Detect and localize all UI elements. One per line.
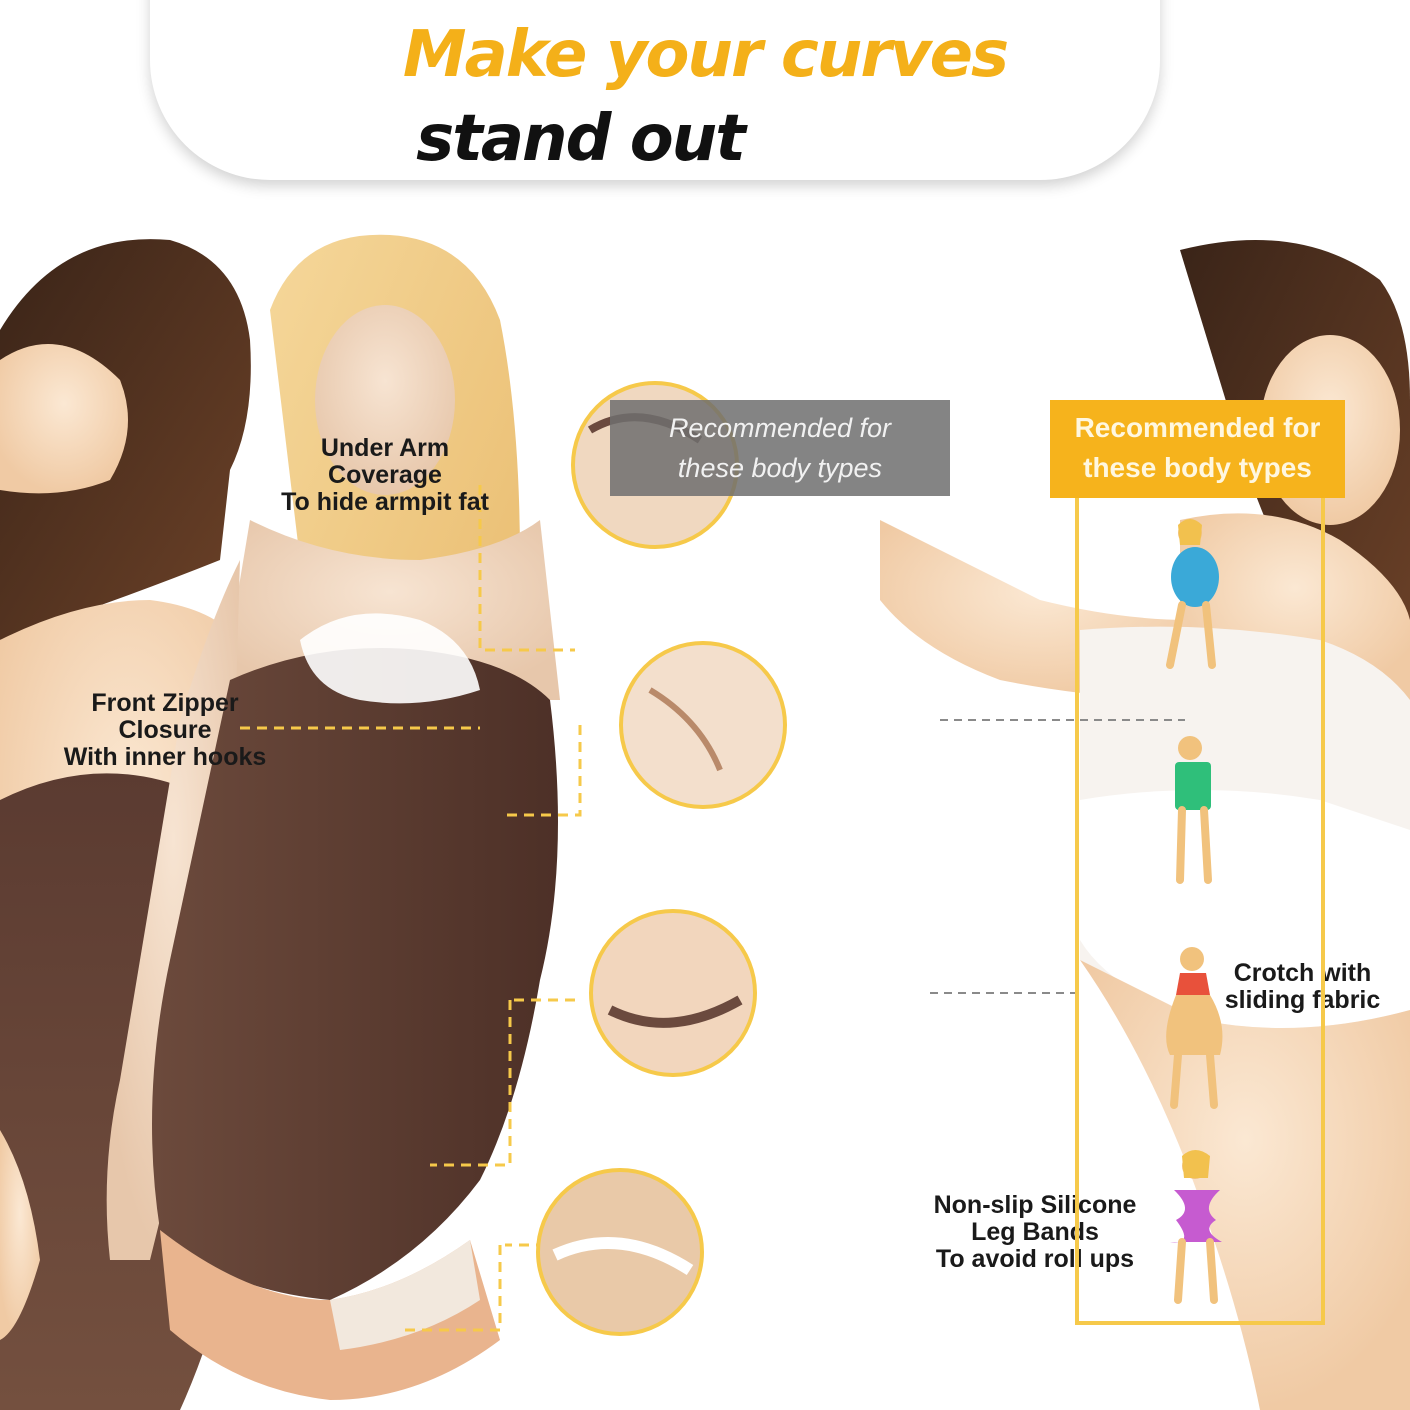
header-banner <box>150 0 1160 180</box>
headline-line-2: stand out <box>416 102 746 176</box>
center-model <box>106 234 560 1400</box>
recommended-line: Recommended for <box>668 413 892 443</box>
triangle-body-type-icon <box>1166 947 1223 1109</box>
feature-line: To hide armpit fat <box>281 488 489 516</box>
feature-line: Non-slip Silicone <box>933 1191 1137 1219</box>
feature-line: Under Arm <box>320 434 450 462</box>
recommended-header: Recommended for these body types <box>1050 400 1345 498</box>
feature-line: Closure <box>118 716 212 744</box>
apple-body-type-icon <box>1166 519 1219 669</box>
hourglass-body-type-icon <box>1170 1150 1222 1304</box>
feature-line: With inner hooks <box>63 743 267 771</box>
zoom-circles <box>536 381 787 1336</box>
right-model <box>880 240 1410 1410</box>
headline-line-1: Make your curves <box>402 18 1009 92</box>
feature-line: Front Zipper <box>91 689 239 717</box>
recommended-ghost-label: Recommended for these body types <box>610 400 950 496</box>
recommended-line: Recommended for <box>1074 412 1321 443</box>
feature-crotch-sliding-fabric: Crotch with sliding fabric <box>1195 960 1410 1014</box>
feature-line: Coverage <box>328 461 442 489</box>
feature-line: Crotch with <box>1233 959 1372 987</box>
feature-front-zipper: Front Zipper Closure With inner hooks <box>40 690 290 771</box>
feature-silicone-leg-bands: Non-slip Silicone Leg Bands To avoid rol… <box>885 1192 1185 1273</box>
rectangle-body-type-icon <box>1175 736 1212 884</box>
feature-under-arm-coverage: Under Arm Coverage To hide armpit fat <box>255 435 515 516</box>
product-photo <box>0 234 1410 1410</box>
body-type-figures <box>1166 519 1223 1304</box>
recommended-line: these body types <box>677 453 883 483</box>
feature-line: To avoid roll ups <box>935 1245 1135 1273</box>
recommended-line: these body types <box>1083 452 1312 483</box>
feature-line: sliding fabric <box>1224 986 1381 1014</box>
